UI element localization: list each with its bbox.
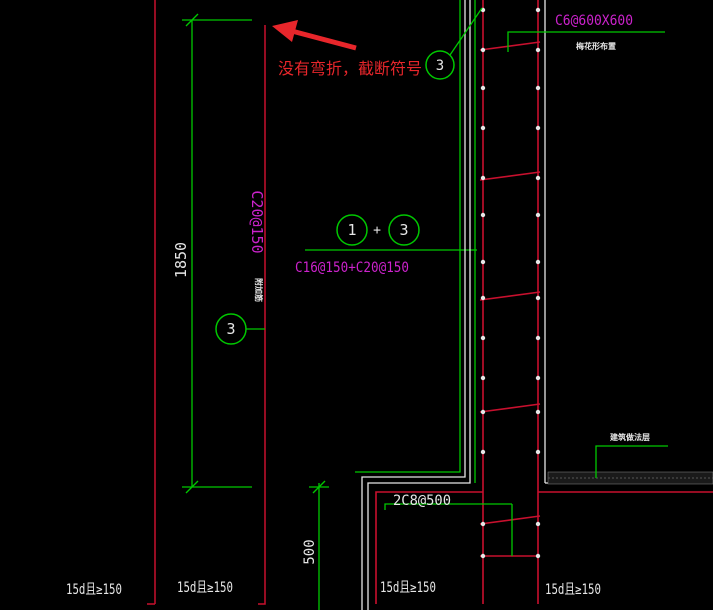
plus-sign: + xyxy=(373,223,381,238)
annotation-note: 没有弯折，截断符号 xyxy=(278,60,422,78)
top-right-leader xyxy=(507,31,665,52)
vertical-note-label: 附加筋 xyxy=(254,278,264,302)
top-right-note: 梅花形布置 xyxy=(576,41,616,51)
annotation-arrow xyxy=(272,20,357,51)
callout-mid: 1 3 + xyxy=(305,214,477,251)
callout-bubble-top: 3 xyxy=(425,7,483,80)
bubble-left-text: 3 xyxy=(226,320,235,338)
mid-rebar-label: C16@150+C20@150 xyxy=(295,260,409,276)
left-red-line-2 xyxy=(258,25,266,605)
dimension-1850-text: 1850 xyxy=(172,242,190,278)
callout-bubble-left: 3 xyxy=(215,313,265,345)
bottom-label-1: 15d且≥150 xyxy=(66,582,122,598)
bottom-label-2: 15d且≥150 xyxy=(177,580,233,596)
top-right-rebar-label: C6@600X600 xyxy=(555,13,633,29)
bubble-mid-a-text: 1 xyxy=(347,221,356,239)
bottom-label-4: 15d且≥150 xyxy=(545,582,601,598)
wall-rebar xyxy=(375,0,713,604)
left-rebar-lines xyxy=(147,0,266,605)
bubble-mid-b-text: 3 xyxy=(399,221,408,239)
vertical-rebar-label: C20@150 xyxy=(248,190,266,253)
bottom-label-3: 15d且≥150 xyxy=(380,580,436,596)
bottom-rebar-leader xyxy=(384,503,513,556)
dimension-1850 xyxy=(182,13,252,494)
wall-green-lines xyxy=(355,0,476,483)
rebar-dots xyxy=(480,7,541,559)
layer-note: 建筑做法层 xyxy=(609,432,650,442)
tie-bars xyxy=(479,41,541,557)
bottom-rebar-label: 2C8@500 xyxy=(393,493,451,509)
dimension-500-text: 500 xyxy=(302,539,318,564)
floor-layer xyxy=(547,445,713,485)
dimension-500 xyxy=(309,480,329,610)
bubble-top-text: 3 xyxy=(436,58,444,74)
